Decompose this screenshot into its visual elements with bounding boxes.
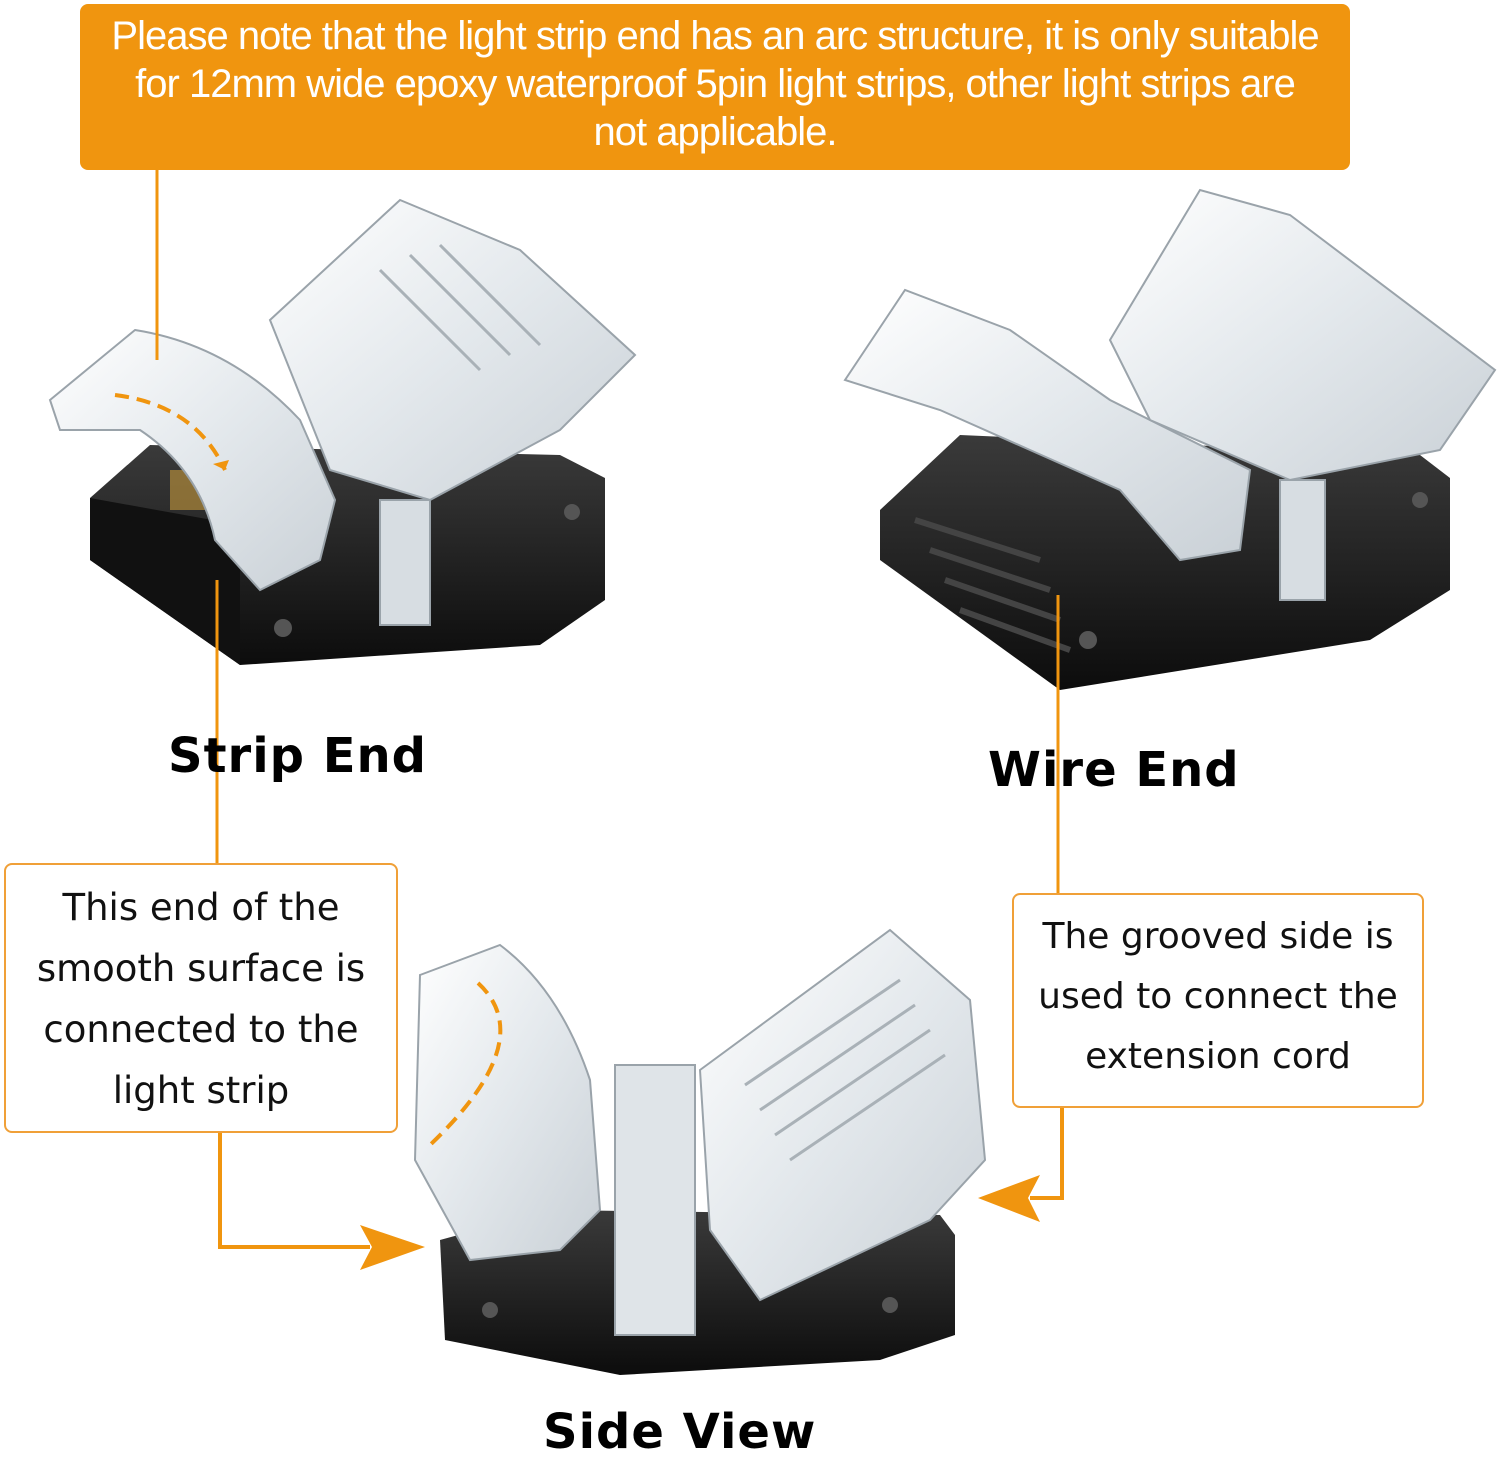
arrowhead-left (978, 1175, 1040, 1222)
arrow-to-strip-side (218, 1133, 370, 1249)
warning-banner-text: Please note that the light strip end has… (111, 14, 1319, 154)
wire-end-connector-image (843, 188, 1497, 690)
strip-end-label: Strip End (168, 728, 428, 784)
side-view-label: Side View (543, 1404, 817, 1460)
arrowhead-right (360, 1225, 425, 1270)
arc-indicator-strip-end (114, 393, 227, 471)
grooved-side-callout: The grooved side is used to connect the … (1012, 893, 1424, 1108)
warning-banner: Please note that the light strip end has… (80, 4, 1350, 170)
smooth-surface-callout-text: This end of the smooth surface is connec… (36, 886, 366, 1112)
smooth-surface-callout: This end of the smooth surface is connec… (4, 863, 398, 1133)
strip-end-connector-image (48, 198, 637, 665)
grooved-side-callout-text: The grooved side is used to connect the … (1038, 916, 1398, 1077)
arc-indicator-side-view (428, 981, 503, 1147)
side-view-connector-image (413, 928, 987, 1375)
wire-end-label: Wire End (988, 742, 1240, 798)
arrow-to-wire-side (1030, 1108, 1064, 1200)
